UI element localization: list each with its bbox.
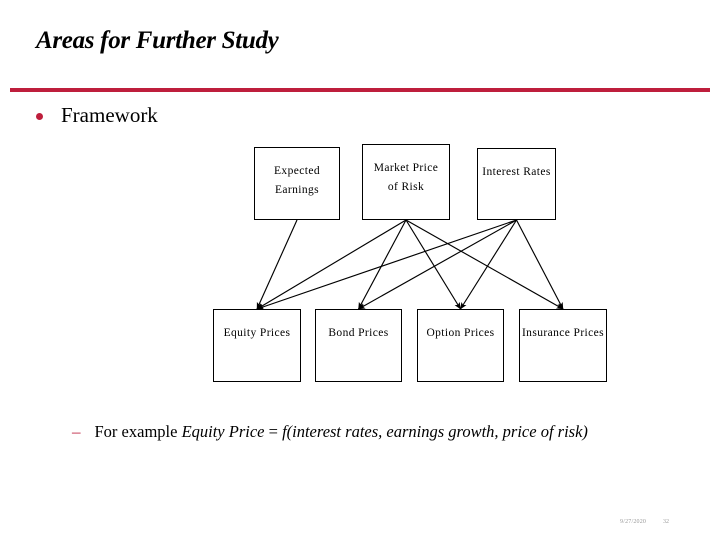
- diagram-node-expected-earnings: Expected Earnings: [254, 147, 340, 220]
- connector-expected-earnings-to-equity-prices: [256, 219, 298, 310]
- connector-market-price-of-risk-to-bond-prices: [357, 219, 407, 310]
- diagram-node-label: Market Price of Risk: [373, 162, 439, 193]
- connector-market-price-of-risk-to-equity-prices: [256, 219, 407, 310]
- diagram-node-bond-prices: Bond Prices: [315, 309, 402, 382]
- diagram-node-insurance-prices: Insurance Prices: [519, 309, 607, 382]
- connector-market-price-of-risk-to-option-prices: [405, 219, 461, 310]
- sub-bullet-term: Equity Price: [181, 422, 265, 441]
- diagram-node-label: Interest Rates: [482, 166, 551, 178]
- connector-interest-rates-to-equity-prices: [256, 219, 517, 310]
- bullet-level2-example: – For example Equity Price = f(interest …: [72, 420, 672, 444]
- sub-bullet-dash-icon: –: [72, 422, 81, 441]
- diagram-node-label: Insurance Prices: [521, 327, 605, 339]
- sub-bullet-equals: =: [264, 422, 283, 441]
- diagram-node-label: Bond Prices: [328, 327, 389, 339]
- bullet-dot-icon: [36, 113, 43, 120]
- connector-interest-rates-to-insurance-prices: [515, 219, 564, 310]
- diagram-node-label: Option Prices: [426, 327, 495, 339]
- sub-bullet-function: f(interest rates, earnings growth, price…: [282, 422, 588, 441]
- diagram-node-option-prices: Option Prices: [417, 309, 504, 382]
- footer-page-number: 32: [663, 519, 669, 525]
- page-title: Areas for Further Study: [36, 27, 279, 54]
- diagram-node-label: Expected Earnings: [274, 165, 320, 196]
- bullet-level1-label: Framework: [61, 103, 158, 127]
- title-divider: [10, 88, 710, 92]
- connector-market-price-of-risk-to-insurance-prices: [405, 219, 564, 310]
- diagram-node-market-price-of-risk: Market Price of Risk: [362, 144, 450, 220]
- footer-date: 9/27/2020: [620, 519, 647, 525]
- connector-interest-rates-to-bond-prices: [358, 219, 517, 310]
- connector-interest-rates-to-option-prices: [460, 219, 517, 310]
- diagram-node-interest-rates: Interest Rates: [477, 148, 556, 220]
- diagram-node-equity-prices: Equity Prices: [213, 309, 301, 382]
- sub-bullet-prefix: For example: [94, 422, 182, 441]
- sub-bullet-label: For example Equity Price = f(interest ra…: [95, 420, 588, 444]
- diagram-node-label: Equity Prices: [223, 327, 291, 339]
- bullet-level1-framework: Framework: [36, 102, 158, 128]
